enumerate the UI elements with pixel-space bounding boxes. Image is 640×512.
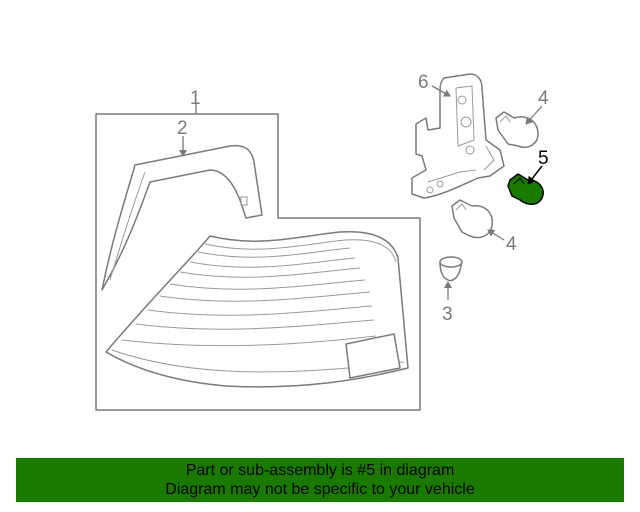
bulb-holder bbox=[411, 73, 505, 199]
leader-5 bbox=[527, 165, 543, 185]
banner-line-1: Part or sub-assembly is #5 in diagram bbox=[185, 462, 455, 479]
gasket-trim bbox=[101, 144, 263, 291]
callout-2: 2 bbox=[177, 118, 188, 139]
bulb-bottom bbox=[451, 199, 494, 239]
info-banner: Part or sub-assembly is #5 in diagram Di… bbox=[16, 458, 624, 502]
leader-6 bbox=[431, 85, 451, 97]
callout-3: 3 bbox=[442, 304, 453, 325]
callout-4-bottom: 4 bbox=[506, 234, 517, 255]
highlighted-bulb-part-5 bbox=[507, 173, 544, 205]
callout-1: 1 bbox=[190, 88, 201, 109]
banner-line-2: Diagram may not be specific to your vehi… bbox=[165, 481, 475, 498]
leader-4-bottom bbox=[487, 229, 505, 241]
grommet bbox=[439, 256, 463, 282]
callout-4-top: 4 bbox=[538, 88, 549, 109]
callout-6: 6 bbox=[418, 72, 429, 93]
tail-lamp-lens bbox=[105, 230, 409, 388]
leader-4-top bbox=[525, 105, 543, 125]
assembly-frame bbox=[95, 113, 421, 411]
callout-5: 5 bbox=[538, 148, 549, 169]
